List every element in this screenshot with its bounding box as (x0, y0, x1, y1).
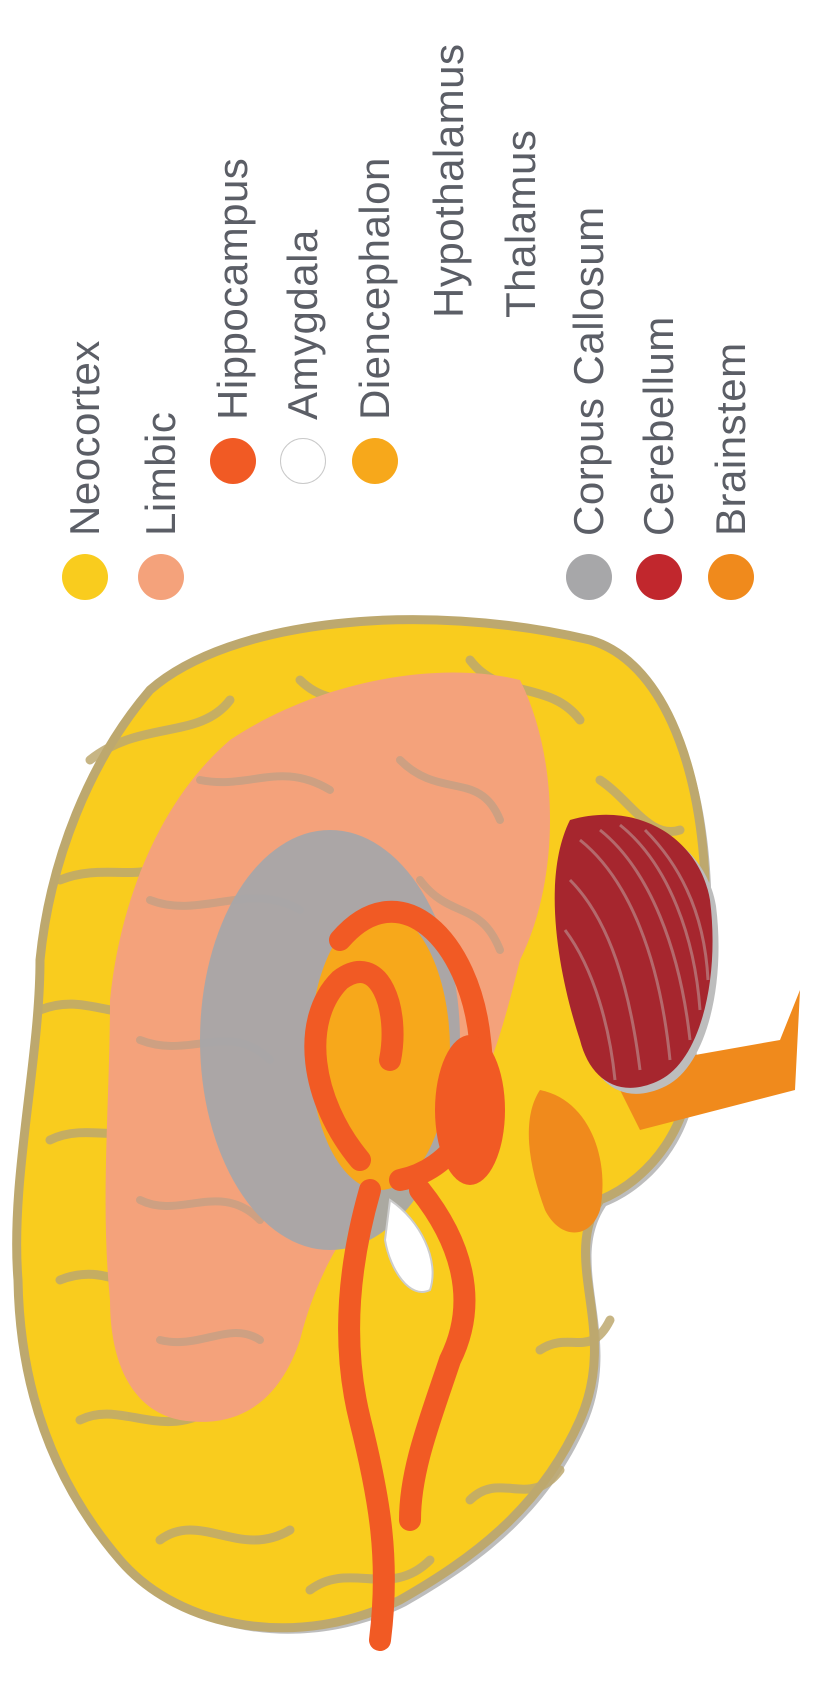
legend-limbic: Limbic (138, 412, 184, 600)
brainstem-swatch (708, 554, 754, 600)
amygdala-swatch (280, 438, 326, 484)
thalamus-label: Thalamus (500, 130, 542, 318)
corpus-callosum-swatch (566, 554, 612, 600)
legend-brainstem: Brainstem (708, 342, 754, 600)
legend-neocortex: Neocortex (62, 340, 108, 600)
limbic-swatch (138, 554, 184, 600)
legend-corpus-callosum: Corpus Callosum (566, 206, 612, 600)
amygdala-label: Amygdala (282, 229, 324, 420)
neocortex-label: Neocortex (64, 340, 106, 536)
legend-diencephalon: Diencephalon (352, 157, 398, 484)
legend-hippocampus: Hippocampus (210, 158, 256, 484)
limbic-label: Limbic (140, 412, 182, 536)
legend-thalamus: Thalamus (500, 130, 542, 318)
cerebellum-label: Cerebellum (638, 316, 680, 536)
hypothalamus-label: Hypothalamus (428, 44, 470, 318)
legend-cerebellum: Cerebellum (636, 316, 682, 600)
hippocampus-swatch (210, 438, 256, 484)
diencephalon-label: Diencephalon (354, 157, 396, 420)
hippocampus-label: Hippocampus (212, 158, 254, 420)
legend: Neocortex Limbic Hippocampus Amygdala Di… (0, 0, 835, 620)
diencephalon-region (310, 910, 450, 1190)
legend-hypothalamus: Hypothalamus (428, 44, 470, 318)
legend-amygdala: Amygdala (280, 229, 326, 484)
brain-illustration (0, 600, 835, 1697)
brainstem-label: Brainstem (710, 342, 752, 536)
neocortex-swatch (62, 554, 108, 600)
diencephalon-swatch (352, 438, 398, 484)
hippocampus-core (435, 1035, 505, 1185)
corpus-callosum-label: Corpus Callosum (568, 206, 610, 536)
cerebellum-swatch (636, 554, 682, 600)
